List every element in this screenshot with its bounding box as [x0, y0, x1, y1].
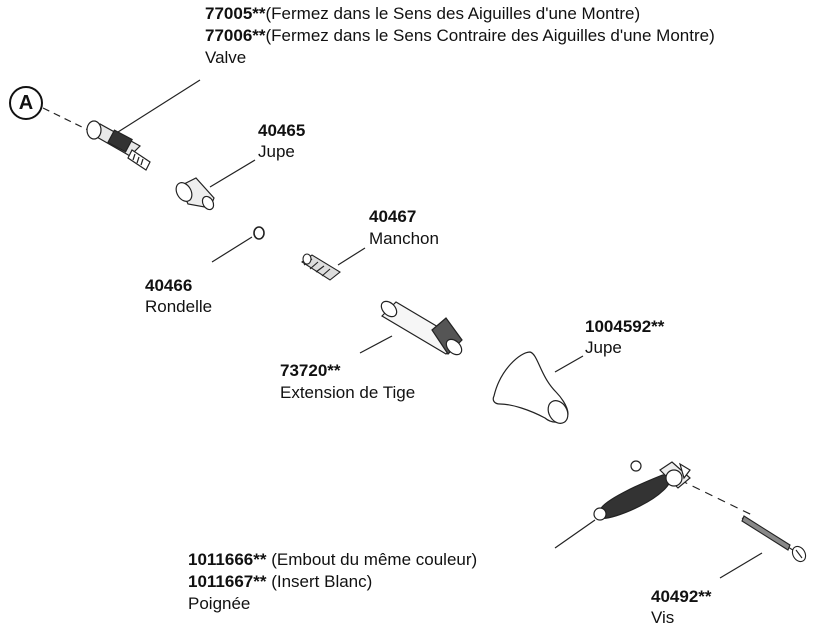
stem-leader — [359, 335, 393, 354]
washer-code-text: 40466 — [145, 276, 193, 295]
sleeve-leader — [337, 247, 366, 266]
valve-code-2: 77006** — [205, 26, 266, 45]
skirt-small-name: Jupe — [258, 142, 295, 161]
handle-leader — [554, 519, 596, 549]
axis-a-dash — [42, 107, 89, 131]
washer-name: Rondelle — [145, 297, 213, 316]
callout-a: A — [9, 86, 43, 120]
skirt-small-leader — [209, 159, 256, 188]
handle-note-2: (Insert Blanc) — [266, 572, 373, 591]
lever-handle — [593, 460, 691, 521]
valve-label-line2: 77006**(Fermez dans le Sens Contraire de… — [205, 25, 715, 46]
screw-name: Vis — [651, 608, 675, 627]
screw-leader — [719, 552, 763, 579]
sleeve-code: 40467 — [369, 206, 416, 227]
stem-code: 73720** — [280, 360, 341, 381]
screw-part — [741, 515, 807, 563]
skirt-large-code-text: 1004592** — [585, 317, 665, 336]
valve-note-2: (Fermez dans le Sens Contraire des Aigui… — [265, 26, 715, 45]
valve-code-1: 77005** — [205, 4, 266, 23]
stem-extension-part — [380, 300, 463, 356]
handle-code-2: 1011667** — [188, 572, 267, 591]
skirt-large-name: Jupe — [585, 338, 622, 357]
small-skirt — [175, 177, 215, 211]
washer-ring — [253, 226, 265, 240]
skirt-small-code: 40465 — [258, 120, 305, 141]
handle-label-line1: 1011666** (Embout du même couleur) — [188, 549, 477, 570]
handle-code-1: 1011666** — [188, 550, 267, 569]
sleeve-code-text: 40467 — [369, 207, 417, 226]
valve-note-1: (Fermez dans le Sens des Aiguilles d'une… — [265, 4, 641, 23]
skirt-large-leader — [554, 355, 584, 373]
stem-name: Extension de Tige — [280, 383, 416, 402]
skirt-large-code: 1004592** — [585, 316, 664, 337]
washer-code: 40466 — [145, 275, 192, 296]
valve-label-line1: 77005**(Fermez dans le Sens des Aiguille… — [205, 3, 640, 24]
skirt-small-code-text: 40465 — [258, 121, 306, 140]
screw-code-text: 40492** — [651, 587, 712, 606]
valve-name: Valve — [205, 48, 247, 67]
handle-note-1: (Embout du même couleur) — [266, 550, 478, 569]
washer-leader — [211, 236, 253, 263]
sleeve-part — [301, 253, 341, 281]
stem-code-text: 73720** — [280, 361, 341, 380]
handle-label-line2: 1011667** (Insert Blanc) — [188, 571, 372, 592]
screw-code: 40492** — [651, 586, 712, 607]
handle-name: Poignée — [188, 594, 251, 613]
valve-cartridge — [86, 120, 151, 171]
large-skirt — [492, 351, 569, 424]
axis-handle-dash — [679, 479, 753, 516]
sleeve-name: Manchon — [369, 229, 439, 248]
valve-leader — [117, 79, 201, 133]
